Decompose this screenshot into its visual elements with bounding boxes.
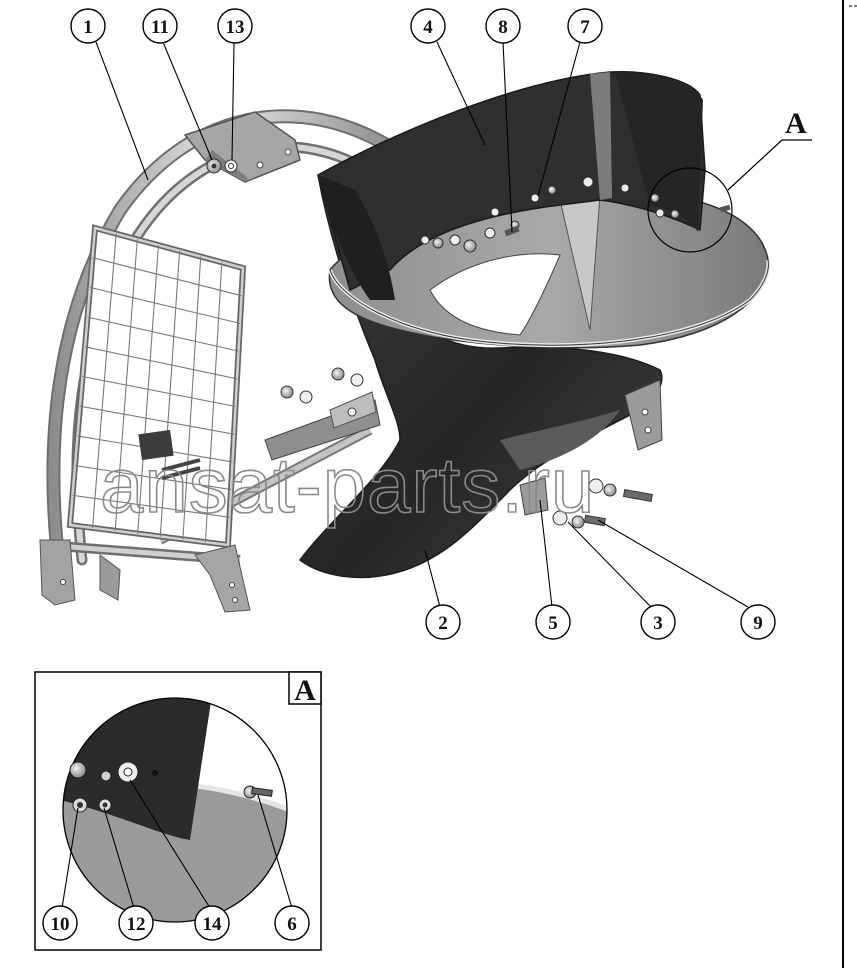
inset-a-label: A — [294, 674, 316, 707]
svg-text:9: 9 — [753, 613, 763, 634]
svg-text:11: 11 — [151, 17, 169, 38]
inset-view-a: A 10 — [34, 671, 322, 951]
callout-1: 1 — [70, 8, 106, 44]
svg-text:8: 8 — [498, 17, 508, 38]
svg-text:13: 13 — [226, 17, 245, 38]
svg-text:12: 12 — [127, 914, 146, 935]
callout-7: 7 — [567, 8, 603, 44]
mesh-wire — [72, 494, 230, 518]
svg-text:1: 1 — [83, 17, 93, 38]
callout-13: 13 — [217, 8, 253, 44]
callout-4: 4 — [410, 8, 446, 44]
svg-text:3: 3 — [653, 613, 663, 634]
svg-text:2: 2 — [438, 613, 448, 634]
callout-2: 2 — [425, 604, 461, 640]
middle-bracket — [264, 391, 381, 461]
middle-nuts — [280, 367, 364, 404]
callout-3: 3 — [640, 604, 676, 640]
lower-hardware — [519, 477, 653, 529]
svg-text:14: 14 — [203, 914, 223, 935]
callout-12: 12 — [118, 905, 154, 941]
svg-text:4: 4 — [423, 17, 433, 38]
washer-13-icon — [224, 159, 238, 173]
mesh-wire — [87, 316, 239, 352]
callout-14: 14 — [194, 905, 230, 941]
mesh-wire — [74, 465, 232, 491]
side-bracket — [624, 379, 663, 451]
mesh-wire — [89, 286, 241, 324]
callout-11: 11 — [142, 8, 178, 44]
svg-text:6: 6 — [287, 914, 297, 935]
mesh-wire — [82, 375, 236, 408]
mesh-wire — [84, 346, 238, 380]
svg-text:5: 5 — [548, 613, 558, 634]
nut-11-icon — [206, 158, 222, 174]
support-feet — [39, 539, 251, 613]
leader-lines — [95, 41, 749, 608]
svg-text:7: 7 — [580, 17, 590, 38]
mesh-wire — [92, 257, 242, 297]
bowl-deflector — [317, 71, 771, 349]
callout-8: 8 — [485, 8, 521, 44]
watermark-text: ansat-parts.ru — [100, 441, 595, 529]
callout-10: 10 — [42, 905, 78, 941]
mesh-wire — [79, 405, 235, 435]
handle-bolts — [138, 429, 201, 480]
callout-6: 6 — [274, 905, 310, 941]
bolt-6-icon — [243, 785, 273, 799]
mesh-guard — [66, 224, 247, 549]
svg-text:10: 10 — [51, 914, 70, 935]
detail-a-marker: A — [647, 107, 812, 253]
callout-9: 9 — [740, 604, 776, 640]
callout-5: 5 — [535, 604, 571, 640]
view-a-label: A — [785, 107, 807, 140]
page-border — [842, 0, 857, 968]
